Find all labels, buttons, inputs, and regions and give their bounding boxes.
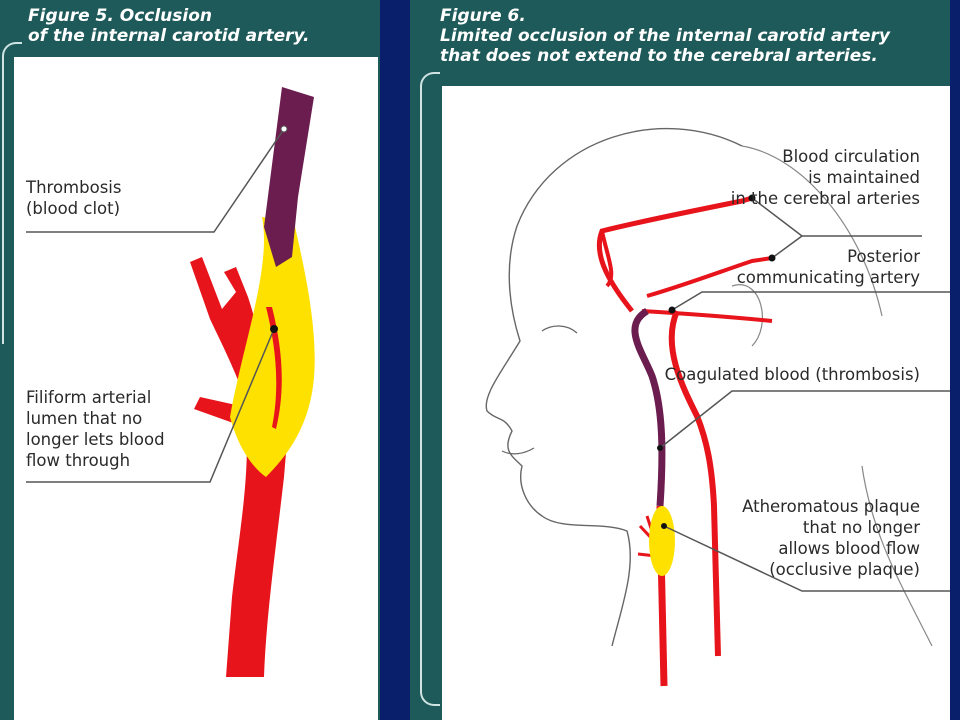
coagulated-blood-label: Coagulated blood (thrombosis) (664, 365, 920, 384)
coagulated-pointer (659, 390, 950, 449)
figure-6-canvas: Blood circulation is maintained in the c… (442, 86, 950, 720)
head-outline (485, 127, 743, 647)
carotid-occlusion-illustration (26, 87, 315, 677)
eye (541, 325, 578, 334)
figure-6-title: Figure 6. Limited occlusion of the inter… (440, 6, 890, 66)
thrombosis-pointer (26, 128, 285, 233)
posterior-pointer (671, 291, 950, 311)
atheromatous-plaque-label: Atheromatous plaque that no longer allow… (742, 497, 920, 579)
filiform-pointer (26, 328, 275, 483)
plaque-pointer (663, 525, 950, 592)
head-carotid-illustration (485, 127, 950, 687)
cerebral-artery-middle (646, 256, 773, 298)
cerebral-artery-branch (600, 230, 614, 288)
figure-5-canvas: Thrombosis (blood clot) Filiform arteria… (14, 57, 378, 720)
figure-5-panel: Figure 5. Occlusion of the internal caro… (0, 0, 380, 720)
hair-outline (741, 145, 883, 317)
posterior-communicating-label: Posterior communicating artery (736, 247, 920, 287)
mouth (501, 447, 535, 455)
common-carotid-artery (226, 417, 289, 677)
occlusive-plaque (649, 506, 675, 576)
thrombus-clot (264, 87, 314, 267)
external-carotid (668, 309, 721, 657)
circulation-pointer-2 (771, 235, 803, 259)
atheromatous-plaque (230, 217, 315, 477)
filiform-lumen (266, 307, 282, 429)
filiform-lumen-label: Filiform arterial lumen that no longer l… (26, 388, 165, 470)
ear (731, 284, 763, 347)
thrombosis-label: Thrombosis (blood clot) (26, 178, 122, 218)
panel-bracket (2, 42, 22, 344)
blood-circulation-label: Blood circulation is maintained in the c… (730, 147, 920, 208)
thrombosed-internal-carotid (631, 308, 666, 507)
figure-6-panel: Figure 6. Limited occlusion of the inter… (410, 0, 950, 720)
cerebral-artery-upper (596, 195, 753, 313)
neck-outline (861, 465, 933, 647)
panel-bracket (420, 72, 440, 706)
figure-5-title: Figure 5. Occlusion of the internal caro… (28, 6, 310, 46)
posterior-artery (641, 309, 773, 323)
